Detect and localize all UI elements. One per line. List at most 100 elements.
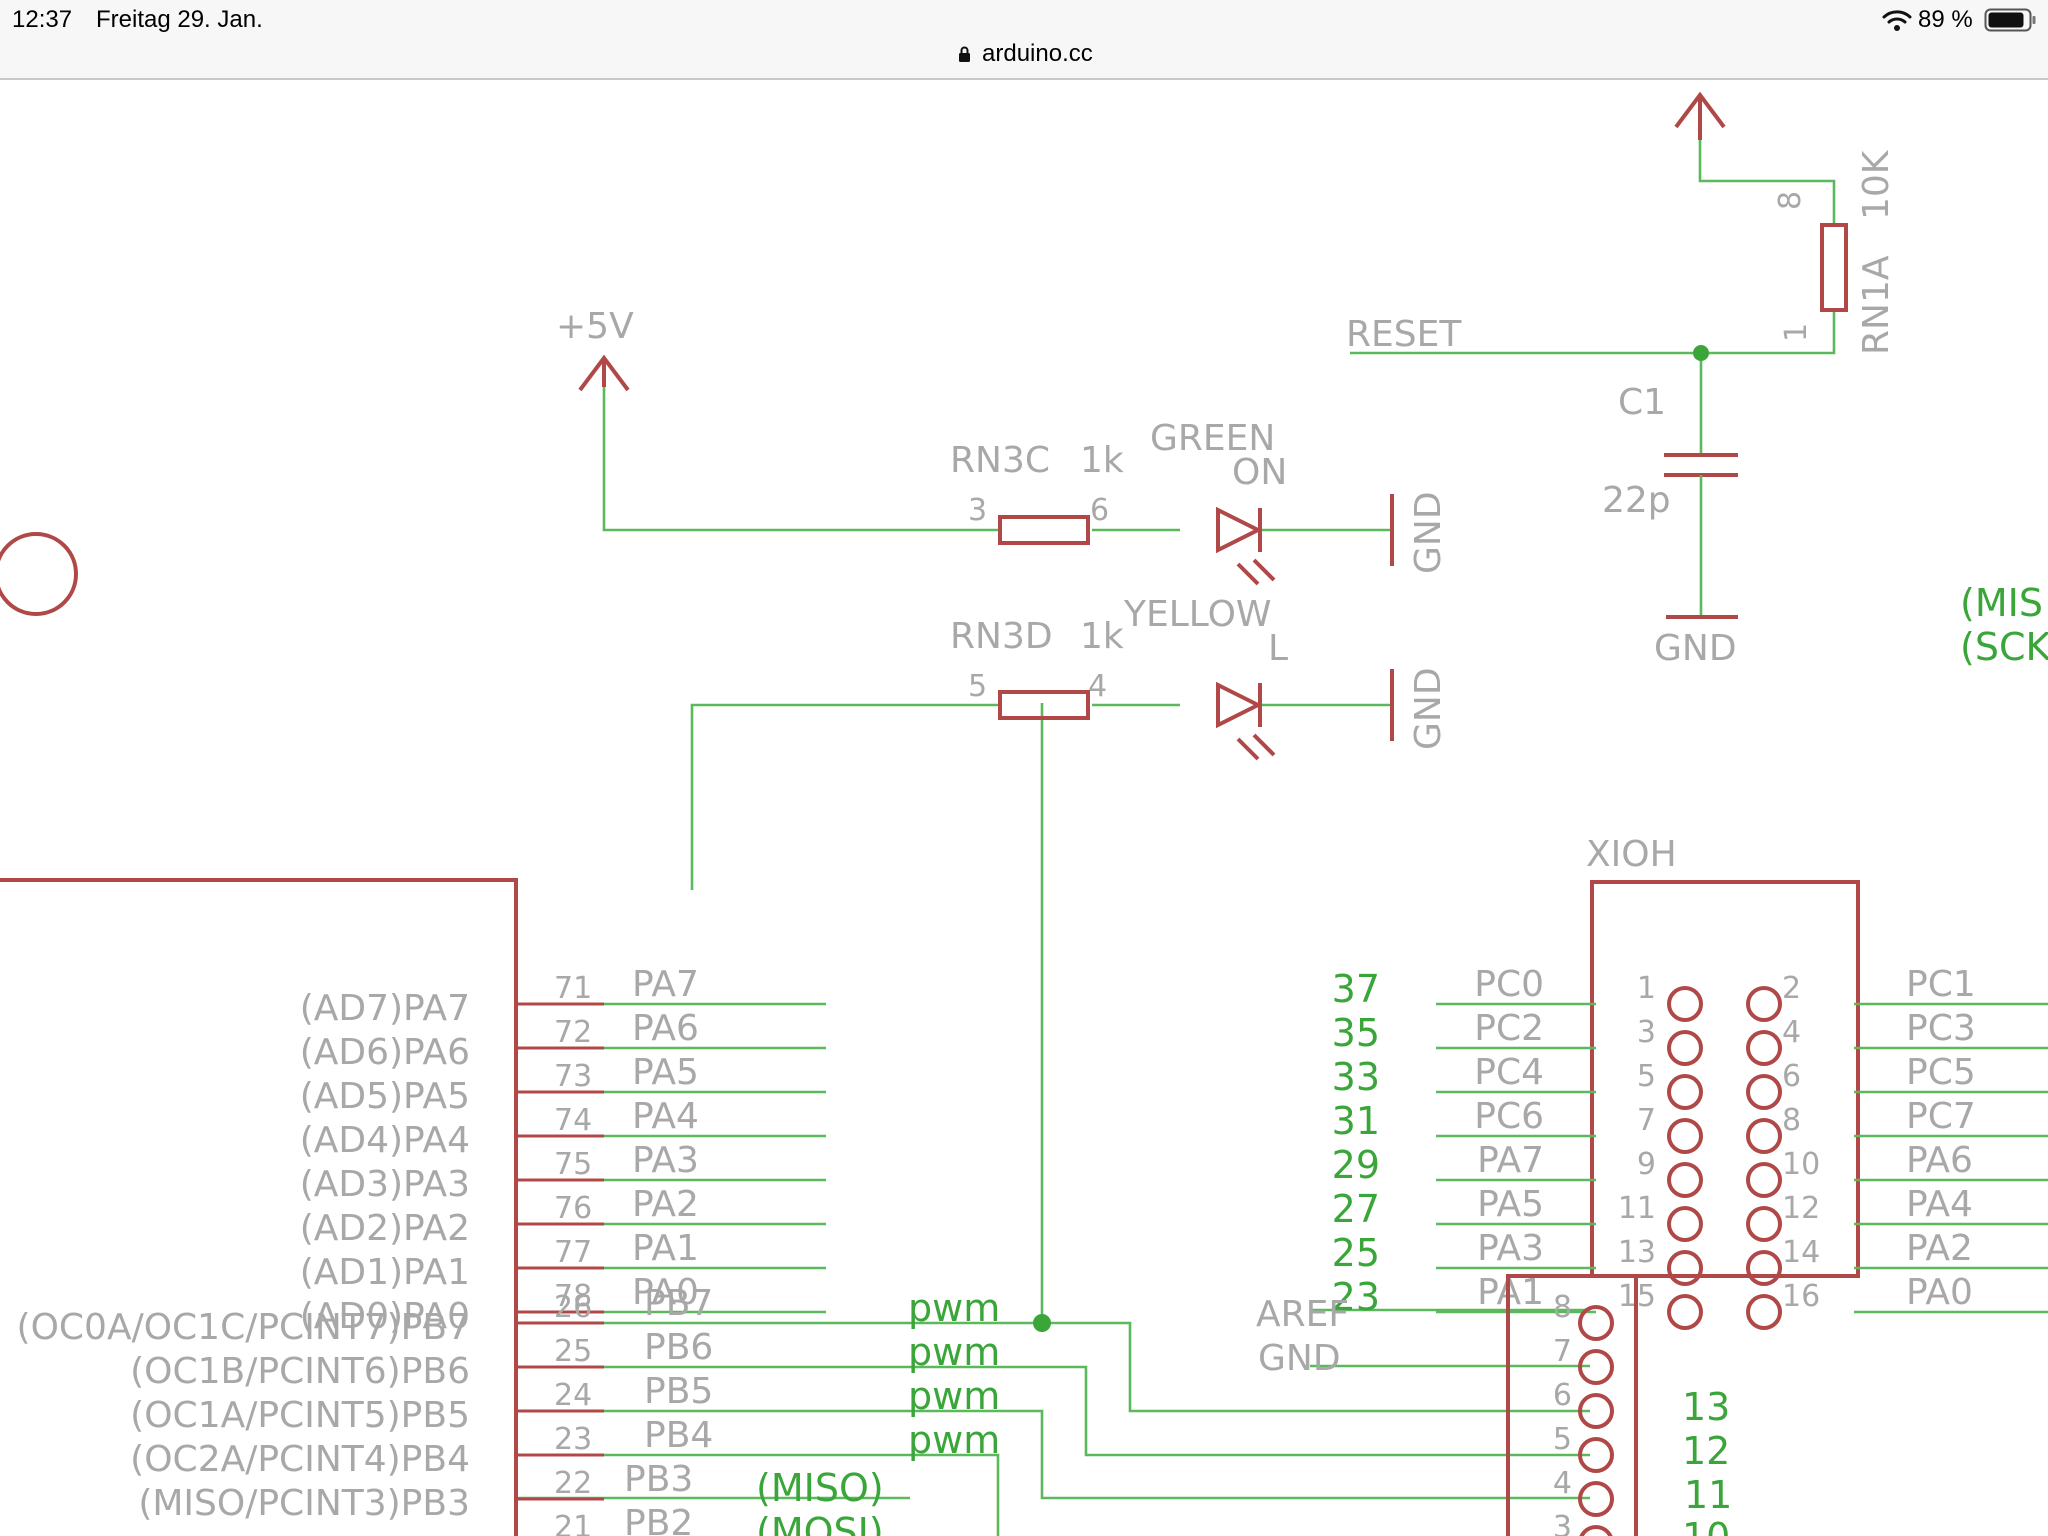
- led-yellow-color: YELLOW: [1123, 594, 1272, 635]
- rn1a-pin-1: 1: [1779, 323, 1814, 342]
- pwm-tag: pwm: [908, 1330, 1000, 1374]
- pwm-tag: pwm: [908, 1418, 1000, 1462]
- pin-number: 23: [554, 1422, 592, 1457]
- arduino-pin-number: 29: [1332, 1143, 1380, 1187]
- rn1a-value: 10K: [1856, 149, 1897, 220]
- header-pad: [1578, 1437, 1614, 1473]
- header-pad: [1746, 1118, 1782, 1154]
- pin-number: 74: [554, 1103, 592, 1138]
- header-pad: [1746, 1074, 1782, 1110]
- header-pin-number: 7: [1553, 1334, 1572, 1369]
- spi-tag: (MISO): [756, 1466, 884, 1510]
- rn3c-value: 1k: [1080, 440, 1124, 481]
- capacitor-c1: [1664, 453, 1738, 525]
- header-pin-number: 8: [1782, 1103, 1801, 1138]
- net-label: PB3: [624, 1459, 693, 1500]
- header-pin-number: 4: [1782, 1015, 1801, 1050]
- net-label: PA3: [632, 1140, 699, 1181]
- net-label: PA0: [632, 1272, 699, 1313]
- header-pin-number: 5: [1637, 1059, 1656, 1094]
- rn3d-pin-5: 5: [968, 669, 987, 704]
- green-gnd-label: GND: [1408, 491, 1449, 574]
- arduino-pin-12: 12: [1682, 1429, 1730, 1473]
- pwm-tag: pwm: [908, 1374, 1000, 1418]
- battery-percent: 89 %: [1918, 6, 1973, 33]
- header-pad: [1667, 1294, 1703, 1330]
- net-label: PB2: [624, 1503, 693, 1536]
- led-green-label: ON: [1232, 452, 1287, 493]
- header-pin-number: 12: [1782, 1191, 1820, 1226]
- header-pad: [1667, 1206, 1703, 1242]
- header-pad: [1578, 1305, 1614, 1341]
- net-label: PB4: [644, 1415, 713, 1456]
- header-pin-number: 11: [1618, 1191, 1656, 1226]
- led-yellow-label: L: [1268, 628, 1288, 669]
- header-pad: [1667, 1250, 1703, 1286]
- xioh-right-net: PC7: [1906, 1096, 1976, 1137]
- resistor-rn1a: [1820, 223, 1848, 312]
- pin-number: 71: [554, 971, 592, 1006]
- arduino-pin-number: 37: [1332, 967, 1380, 1011]
- schematic-canvas: +5V RESET 8 1 RN1A 10K C1 22p GND RN3C 1…: [0, 91, 2048, 1536]
- pin-number: 24: [554, 1378, 592, 1413]
- pin-number: 72: [554, 1015, 592, 1050]
- header-pad: [1746, 1294, 1782, 1330]
- pin-function: (AD3)PA3: [300, 1164, 470, 1205]
- rn3c-name: RN3C: [950, 440, 1050, 481]
- xioh-left-net: PA1: [1477, 1272, 1544, 1313]
- pin-number: 21: [554, 1510, 592, 1536]
- net-label: PA6: [632, 1008, 699, 1049]
- rn1a-name: RN1A: [1856, 255, 1897, 355]
- c1-name: C1: [1618, 382, 1666, 423]
- header-pin-number: 5: [1553, 1422, 1572, 1457]
- pin-number: 76: [554, 1191, 592, 1226]
- xioh-right-net: PA6: [1906, 1140, 1973, 1181]
- rn3c-pin-6: 6: [1090, 493, 1109, 528]
- label-reset: RESET: [1346, 314, 1462, 355]
- pin-function: (OC0A/OC1C/PCINT7)PB7: [17, 1307, 470, 1348]
- pin-function: (AD6)PA6: [300, 1032, 470, 1073]
- xioh-left-net: PA7: [1477, 1140, 1544, 1181]
- spi-tag: (MOSI): [756, 1510, 884, 1536]
- net-label: PB7: [644, 1283, 713, 1324]
- header-pin-number: 6: [1782, 1059, 1801, 1094]
- pin-number: 75: [554, 1147, 592, 1182]
- pin-function: (AD7)PA7: [300, 988, 470, 1029]
- mcu-port-b-pins: (OC0A/OC1C/PCINT7)PB7 26 PB7 pwm (OC1B/PCINT…: [17, 1283, 1001, 1536]
- header-pin-number: 8: [1553, 1290, 1572, 1325]
- net-label: PA4: [632, 1096, 699, 1137]
- pin-number: 78: [554, 1279, 592, 1314]
- header-pad: [1746, 1206, 1782, 1242]
- header-pin-number: 16: [1782, 1279, 1820, 1314]
- xioh-left-net: PC0: [1474, 964, 1544, 1005]
- xioh-right-net: PA4: [1906, 1184, 1973, 1225]
- net-label: PB6: [644, 1327, 713, 1368]
- header-pin-number: 3: [1553, 1510, 1572, 1536]
- rn3d-value: 1k: [1080, 616, 1124, 657]
- pin-function: (AD0)PA0: [300, 1296, 470, 1337]
- resistor-rn3d: [998, 690, 1090, 720]
- header-pin-number: 6: [1553, 1378, 1572, 1413]
- pin-function: (AD4)PA4: [300, 1120, 470, 1161]
- pin-function: (OC2A/PCINT4)PB4: [130, 1439, 470, 1480]
- header-pad: [1667, 1162, 1703, 1198]
- led-yellow: [1216, 681, 1276, 761]
- header-pin-number: 10: [1782, 1147, 1820, 1182]
- mounting-hole: [0, 532, 78, 616]
- pin-function: (MISO/PCINT3)PB3: [138, 1483, 470, 1524]
- pin-function: (OC1B/PCINT6)PB6: [130, 1351, 470, 1392]
- c1-value: 22p: [1602, 480, 1671, 521]
- plus5v-arrow: [578, 354, 630, 392]
- pin-number: 26: [554, 1290, 592, 1325]
- led-green-color: GREEN: [1150, 418, 1275, 459]
- url-address[interactable]: arduino.cc: [982, 40, 1093, 67]
- ios-status-bar: 12:37 Freitag 29. Jan. arduino.cc 89 %: [0, 0, 2048, 80]
- c1-gnd-label: GND: [1654, 628, 1737, 669]
- header-pad: [1667, 1074, 1703, 1110]
- header-pad: [1578, 1393, 1614, 1429]
- wifi-icon: [1882, 8, 1912, 32]
- header-pad: [1746, 986, 1782, 1022]
- label-plus5v: +5V: [556, 306, 634, 347]
